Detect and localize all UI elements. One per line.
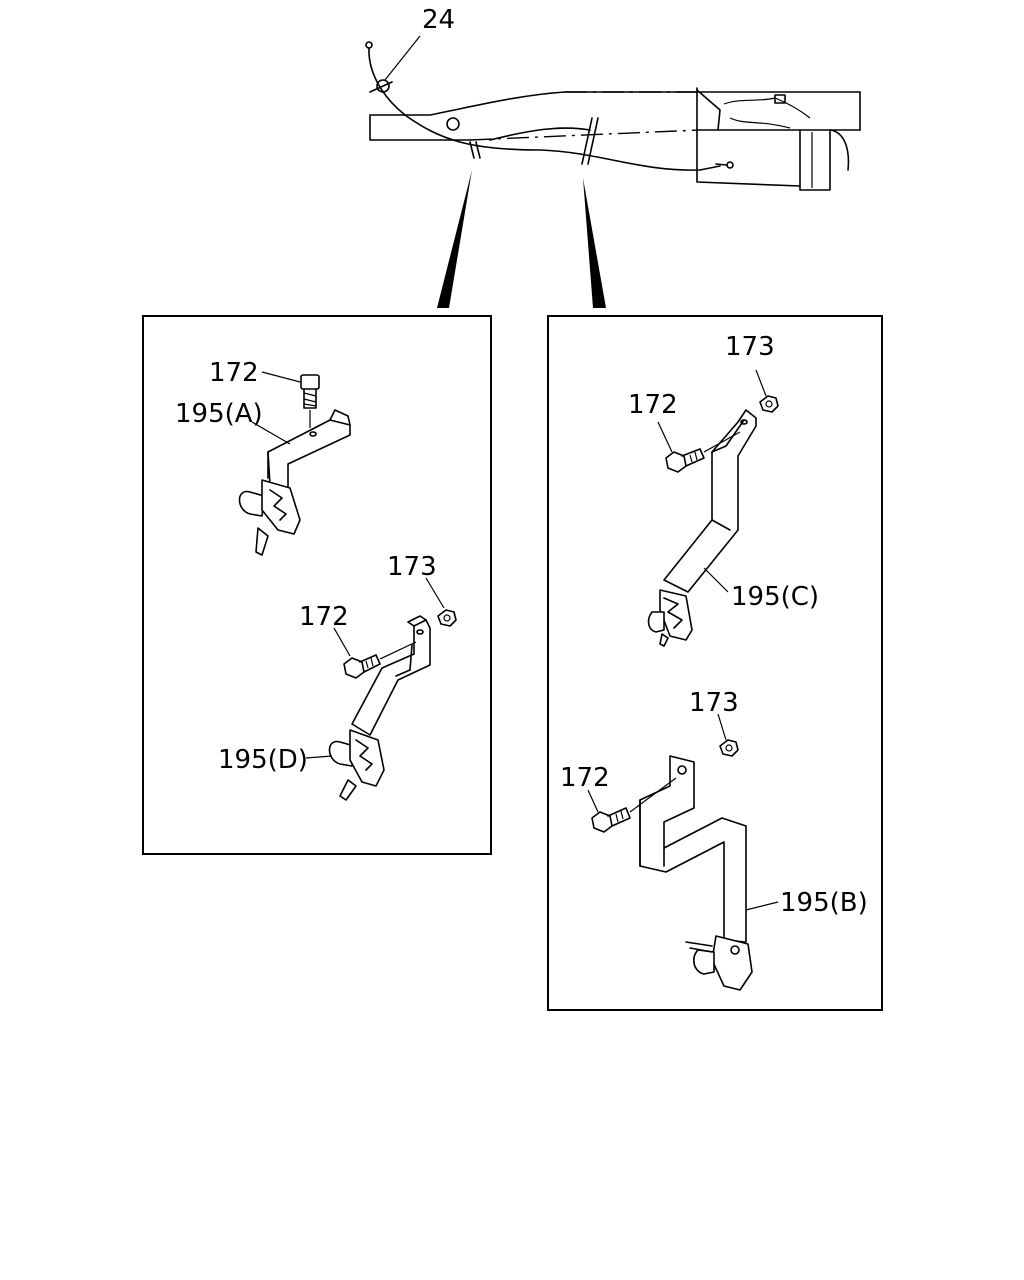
bolt-172-lower-left (333, 627, 417, 679)
label-173-left: 173 (387, 552, 437, 582)
label-172-right-upper: 172 (628, 390, 678, 420)
nut-173-left (425, 577, 457, 627)
detail-panel-right (547, 315, 883, 1011)
label-195b: 195(B) (780, 888, 868, 918)
nut-173-right-upper (755, 369, 779, 413)
bolt-172-right-lower (587, 777, 677, 833)
label-195c: 195(C) (731, 582, 819, 612)
bracket-195d (328, 615, 431, 801)
label-173-right-lower: 173 (689, 688, 739, 718)
label-195a: 195(A) (175, 399, 263, 429)
detail-panel-left (142, 315, 492, 855)
label-172-right-lower: 172 (560, 763, 610, 793)
bracket-195a (238, 409, 351, 556)
bolt-172-right-upper (657, 421, 741, 473)
label-172-lower-left: 172 (299, 602, 349, 632)
pointer-wedge-left (437, 170, 472, 308)
brake-cable (365, 35, 734, 171)
label-195d: 195(D) (218, 745, 308, 775)
pointer-wedge-right (583, 178, 606, 308)
nut-173-right-lower (717, 713, 739, 757)
bolt-172-upper-left (261, 371, 320, 428)
label-173-right-upper: 173 (725, 332, 775, 362)
bracket-195c (647, 409, 757, 647)
frame-rail-assembly (369, 87, 861, 191)
label-cable-24: 24 (422, 5, 455, 35)
label-172-upper-left: 172 (209, 358, 259, 388)
bracket-195b (639, 755, 753, 991)
